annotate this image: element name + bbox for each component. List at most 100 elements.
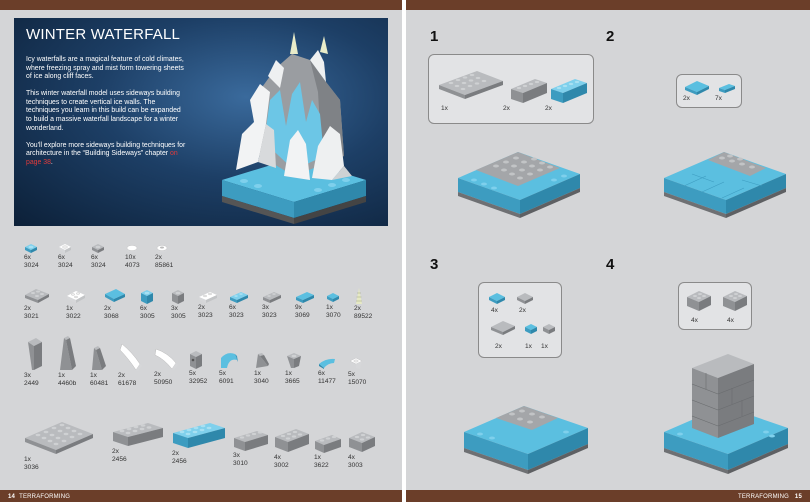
top-band <box>0 0 402 10</box>
part-3040: 1x 3040 <box>254 352 270 386</box>
section-name-left: TERRAFORMING <box>19 494 71 500</box>
hero-paragraph-2: This winter waterfall model uses sideway… <box>26 90 181 132</box>
part-3010: 3x 3010 <box>233 430 269 468</box>
hero-panel: WINTER WATERFALL Icy waterfalls are a ma… <box>14 18 388 226</box>
step-4-number: 4 <box>606 256 615 273</box>
page-number-right: 15 <box>794 494 802 500</box>
slope-45-gray-icon <box>256 353 269 368</box>
bottom-band-right: TERRAFORMING 15 <box>406 490 810 502</box>
step-3-number: 3 <box>430 256 439 273</box>
part-3070: 1x 3070 <box>326 292 341 320</box>
round-plate-open-stud-icon <box>156 245 168 253</box>
section-name-right: TERRAFORMING <box>737 494 790 500</box>
brick-1x3-gray-icon <box>315 435 341 453</box>
step-1-callout: 1x 2x 2x <box>428 54 594 124</box>
waterfall-model-image <box>222 32 366 224</box>
part-32952: 5x 32952 <box>189 350 207 386</box>
page-gutter <box>402 0 406 502</box>
step-3-callout: 4x 2x 2x 1x 1x <box>478 282 562 358</box>
part-89522: 2x 89522 <box>354 287 372 321</box>
footer-right: TERRAFORMING 15 <box>738 494 802 500</box>
step-1-assembly-image <box>458 152 580 218</box>
curved-slope-white-icon <box>119 343 142 371</box>
brick-2x2-gray-icon <box>349 432 375 452</box>
part-3005-blue: 6x 3005 <box>140 289 155 321</box>
step-2-assembly-image <box>664 152 786 218</box>
brick-2x6-gray-icon <box>113 423 163 446</box>
slope-65-gray-icon <box>92 346 106 370</box>
part-2456-gray: 2x 2456 <box>112 422 164 464</box>
part-3021: 2x 3021 <box>24 287 50 321</box>
plate-6x8-gray-icon <box>25 422 93 454</box>
part-85861: 2x 85861 <box>155 243 173 270</box>
brick-1x4-gray-icon <box>234 431 268 451</box>
part-3024-blue: 6x 3024 <box>24 243 39 270</box>
part-15070: 5x 15070 <box>348 355 366 387</box>
part-4073: 10x 4073 <box>125 243 140 270</box>
plate-1x2-white-icon <box>199 292 217 303</box>
hero-paragraph-3: You'll explore more sideways building te… <box>26 141 186 166</box>
tile-2x2-blue-icon <box>105 289 125 302</box>
plate-1x2-gray-icon <box>263 292 281 303</box>
part-3022: 1x 3022 <box>66 289 86 321</box>
part-3023-gray: 3x 3023 <box>262 291 282 320</box>
part-2456-blue: 2x 2456 <box>172 422 226 466</box>
part-50950: 2x 50950 <box>154 345 180 387</box>
step-4-assembly-image <box>664 354 788 474</box>
part-3002: 4x 3002 <box>274 428 310 470</box>
round-plate-white-icon <box>126 245 138 253</box>
step-1-parts-image <box>439 71 587 103</box>
part-3003: 4x 3003 <box>348 430 376 470</box>
curved-slope-1x2-blue-icon <box>319 358 335 369</box>
arch-curved-blue-icon <box>221 353 238 368</box>
slope-75-gray-icon <box>60 336 76 370</box>
slope-inverted-45-gray-icon <box>287 353 301 368</box>
part-60481: 1x 60481 <box>90 344 108 388</box>
step-2-parts-image <box>685 81 735 95</box>
part-11477: 6x 11477 <box>318 356 336 386</box>
part-3024-gray: 6x 3024 <box>91 243 106 270</box>
part-3036: 1x 3036 <box>24 420 94 472</box>
hero-paragraph-1: Icy waterfalls are a magical feature of … <box>26 56 184 81</box>
icicle-cone-icon <box>356 288 362 304</box>
hero-body: Icy waterfalls are a magical feature of … <box>26 56 188 176</box>
step-1-number: 1 <box>430 28 439 45</box>
top-band-right <box>406 0 810 10</box>
part-4460b: 1x 4460b <box>58 334 78 388</box>
brick-2x6-blue-icon <box>173 423 225 448</box>
tile-1x2-blue-icon <box>296 292 314 303</box>
step-3-assembly-image <box>464 406 588 474</box>
part-3005-gray: 3x 3005 <box>171 289 186 321</box>
part-6091: 5x 6091 <box>219 350 239 386</box>
part-2449: 3x 2449 <box>24 334 44 388</box>
part-61678: 2x 61678 <box>118 342 144 388</box>
brick-1x1-gray-icon <box>172 290 184 304</box>
brick-studs-side-gray-icon <box>190 351 202 369</box>
curved-slope-short-white-icon <box>154 348 178 370</box>
part-3665: 1x 3665 <box>285 352 303 386</box>
left-page: WINTER WATERFALL Icy waterfalls are a ma… <box>0 0 402 502</box>
page-number-left: 14 <box>8 494 16 500</box>
slope-inverted-gray-icon <box>28 338 42 370</box>
part-3622: 1x 3622 <box>314 434 342 470</box>
step-2-callout: 2x 7x <box>676 74 742 108</box>
step-4-parts-image <box>687 291 747 311</box>
part-3068: 2x 3068 <box>104 287 126 321</box>
part-3023-white: 2x 3023 <box>198 291 218 320</box>
step-3-parts-image <box>489 293 555 335</box>
hero-title: WINTER WATERFALL <box>26 26 181 43</box>
plate-2x3-gray-icon <box>25 289 49 303</box>
plate-1x2-blue-icon <box>230 292 248 303</box>
brick-2x3-gray-icon <box>275 429 309 452</box>
step-4-callout: 4x 4x <box>678 282 752 330</box>
right-page: 1 1x 2x 2x 2 2x 7x <box>406 0 810 502</box>
plate-1x1-white-icon <box>59 244 71 253</box>
part-3024-white: 6x 3024 <box>58 243 73 270</box>
part-3069: 9x 3069 <box>295 291 315 320</box>
part-3023-blue: 6x 3023 <box>229 291 249 320</box>
page-reference-link[interactable]: on page 38 <box>26 150 178 166</box>
tile-1x1-blue-icon <box>327 293 339 302</box>
plate-tooth-white-icon <box>349 357 363 369</box>
